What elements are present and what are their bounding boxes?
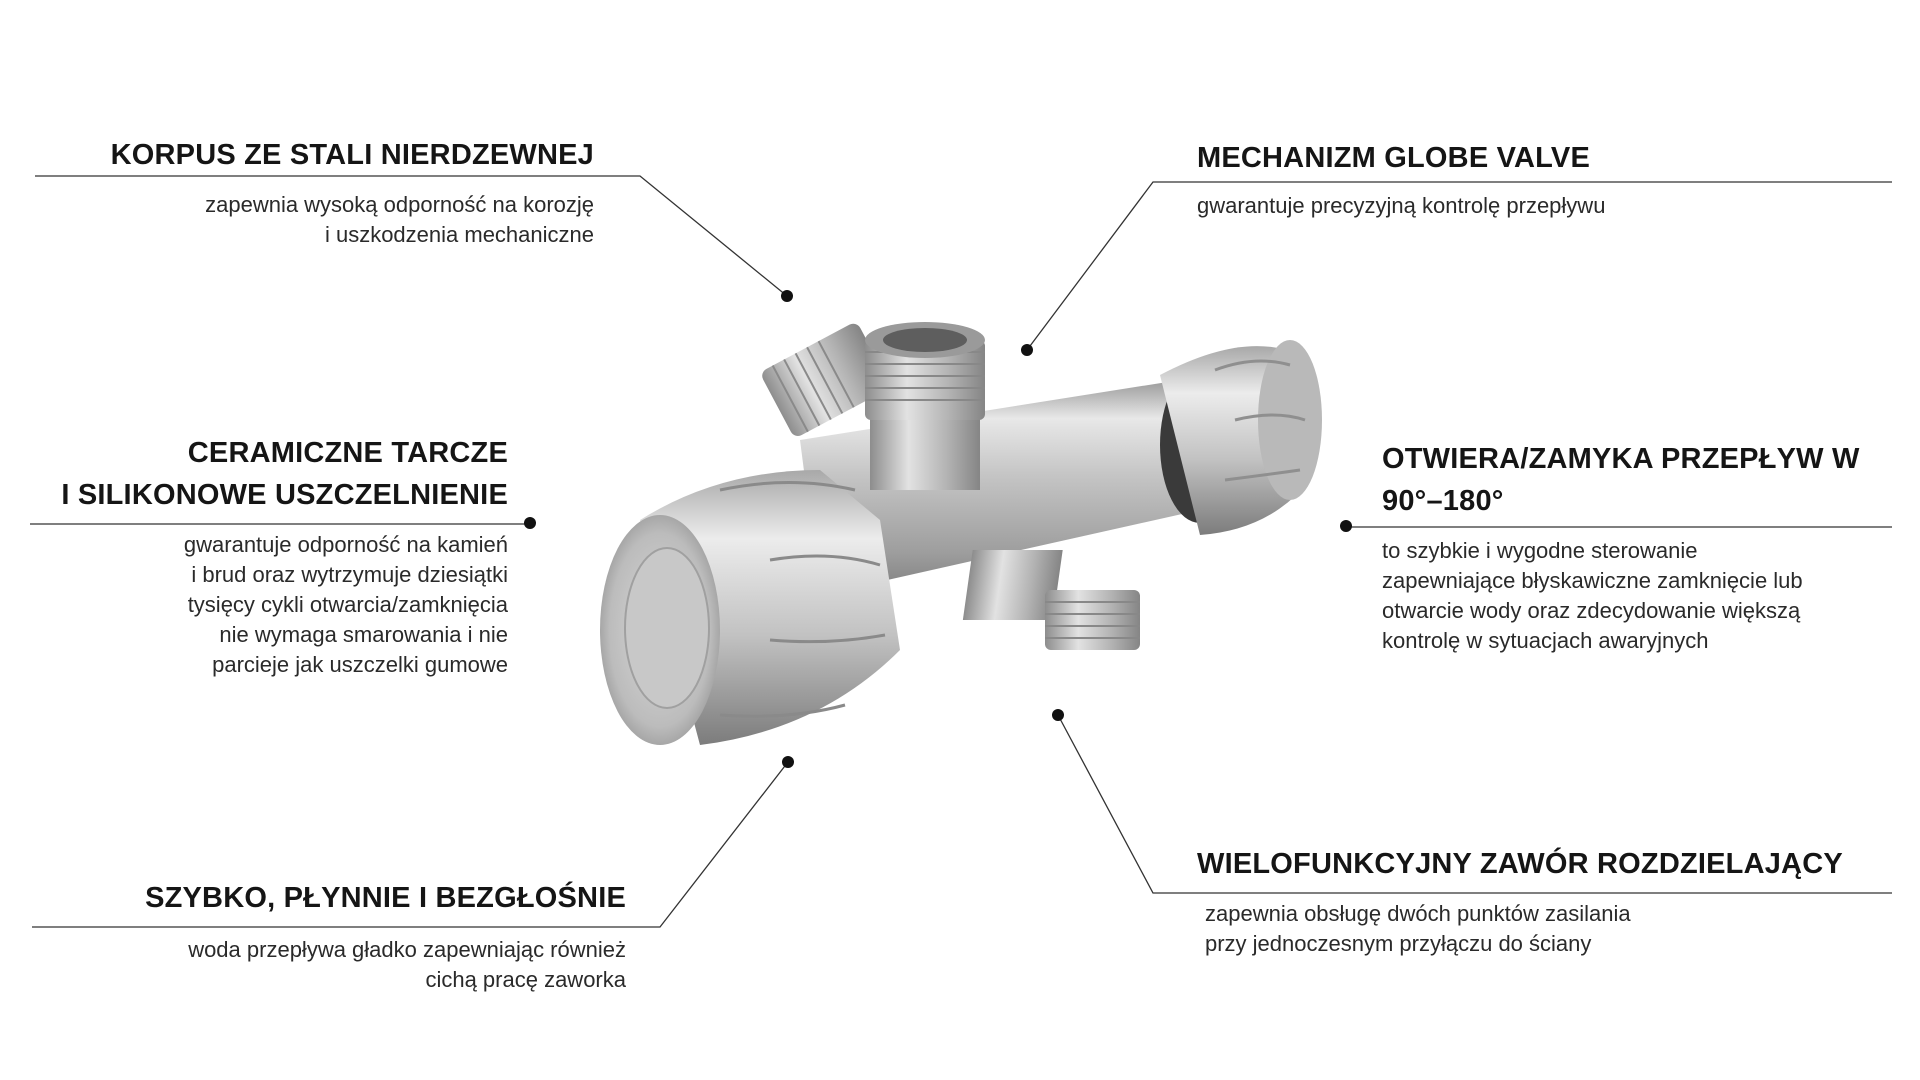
title-line: SZYBKO, PŁYNNIE I BEZGŁOŚNIE: [145, 882, 626, 914]
leader-line-szybko: [32, 761, 789, 928]
callout-mechanizm-description: gwarantuje precyzyjną kontrolę przepływu: [1197, 191, 1897, 221]
callout-otwiera-title: OTWIERA/ZAMYKA PRZEPŁYW W 90°–180°: [1382, 438, 1912, 522]
pointer-dot-korpus: [781, 290, 793, 302]
desc-line: cichą pracę zaworka: [425, 967, 626, 992]
desc-line: kontrolę w sytuacjach awaryjnych: [1382, 628, 1709, 653]
title-line: KORPUS ZE STALI NIERDZEWNEJ: [110, 139, 594, 171]
callout-szybko-description: woda przepływa gładko zapewniając równie…: [0, 935, 626, 995]
callout-wielofunkcyjny: WIELOFUNKCYJNY ZAWÓR ROZDZIELAJĄCY zapew…: [1197, 843, 1897, 959]
callout-wielofunkcyjny-description: zapewnia obsługę dwóch punktów zasilania…: [1197, 899, 1897, 959]
threaded-outlet-top: [865, 322, 985, 490]
title-line: I SILIKONOWE USZCZELNIENIE: [61, 479, 508, 511]
threaded-outlet-back: [762, 323, 889, 436]
desc-line: i brud oraz wytrzymuje dziesiątki: [191, 562, 508, 587]
leader-line-wielofunkcyjny: [1057, 714, 1892, 894]
threaded-outlet-bottom: [962, 550, 1140, 650]
title-line: 90°–180°: [1382, 485, 1504, 517]
callout-korpus: KORPUS ZE STALI NIERDZEWNEJ zapewnia wys…: [0, 134, 594, 250]
pointer-dot-ceramiczne: [524, 517, 536, 529]
title-line: MECHANIZM GLOBE VALVE: [1197, 142, 1591, 174]
pointer-dot-mechanizm: [1021, 344, 1033, 356]
pointer-dot-szybko: [782, 756, 794, 768]
callout-otwiera: OTWIERA/ZAMYKA PRZEPŁYW W 90°–180° to sz…: [1382, 438, 1912, 656]
left-handle-cap: [600, 470, 900, 745]
callout-ceramiczne-title: CERAMICZNE TARCZE I SILIKONOWE USZCZELNI…: [0, 432, 508, 516]
pointer-dot-otwiera: [1340, 520, 1352, 532]
callout-ceramiczne-description: gwarantuje odporność na kamień i brud or…: [0, 530, 508, 680]
title-line: CERAMICZNE TARCZE: [187, 437, 508, 469]
desc-line: nie wymaga smarowania i nie: [219, 622, 508, 647]
desc-line: tysięcy cykli otwarcia/zamknięcia: [187, 592, 508, 617]
title-line: WIELOFUNKCYJNY ZAWÓR ROZDZIELAJĄCY: [1197, 848, 1843, 880]
desc-line: i uszkodzenia mechaniczne: [324, 222, 594, 247]
callout-ceramiczne: CERAMICZNE TARCZE I SILIKONOWE USZCZELNI…: [0, 432, 508, 680]
desc-line: gwarantuje odporność na kamień: [183, 532, 508, 557]
leader-line-mechanizm: [1026, 181, 1892, 351]
callout-wielofunkcyjny-title: WIELOFUNKCYJNY ZAWÓR ROZDZIELAJĄCY: [1197, 843, 1897, 885]
right-handle-knob: [1160, 340, 1322, 535]
title-line: OTWIERA/ZAMYKA PRZEPŁYW W: [1382, 443, 1860, 475]
desc-line: zapewnia wysoką odporność na korozję: [205, 192, 594, 217]
callout-otwiera-description: to szybkie i wygodne sterowanie zapewnia…: [1382, 536, 1912, 656]
desc-line: przy jednoczesnym przyłączu do ściany: [1205, 931, 1592, 956]
pointer-dot-wielofunkcyjny: [1052, 709, 1064, 721]
callout-szybko-title: SZYBKO, PŁYNNIE I BEZGŁOŚNIE: [0, 877, 626, 919]
desc-line: to szybkie i wygodne sterowanie: [1382, 538, 1698, 563]
desc-line: gwarantuje precyzyjną kontrolę przepływu: [1197, 193, 1606, 218]
desc-line: parcieje jak uszczelki gumowe: [212, 652, 508, 677]
desc-line: woda przepływa gładko zapewniając równie…: [188, 937, 626, 962]
callout-korpus-description: zapewnia wysoką odporność na korozję i u…: [0, 190, 594, 250]
desc-line: zapewniające błyskawiczne zamknięcie lub: [1382, 568, 1803, 593]
desc-line: zapewnia obsługę dwóch punktów zasilania: [1205, 901, 1631, 926]
desc-line: otwarcie wody oraz zdecydowanie większą: [1382, 598, 1801, 623]
leader-line-korpus: [35, 175, 788, 297]
callout-mechanizm-title: MECHANIZM GLOBE VALVE: [1197, 137, 1897, 179]
callout-mechanizm: MECHANIZM GLOBE VALVE gwarantuje precyzy…: [1197, 137, 1897, 221]
callout-korpus-title: KORPUS ZE STALI NIERDZEWNEJ: [0, 134, 594, 176]
callout-szybko: SZYBKO, PŁYNNIE I BEZGŁOŚNIE woda przepł…: [0, 877, 626, 995]
